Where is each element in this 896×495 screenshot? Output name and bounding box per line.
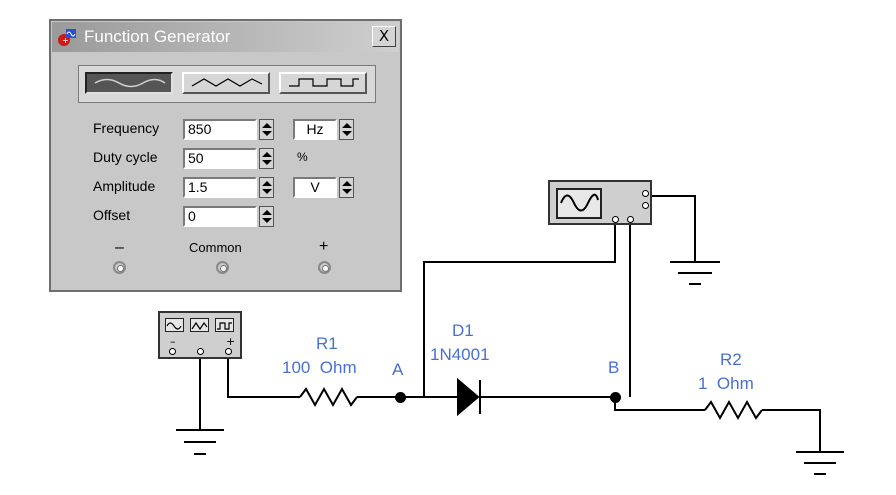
scope-channel-b-pin[interactable] [627,216,634,223]
sine-wave-button[interactable] [85,72,173,94]
amplitude-unit-stepper[interactable] [339,177,354,198]
offset-stepper[interactable] [259,206,274,227]
d1-name: D1 [452,321,474,340]
duty-cycle-input[interactable]: 50 [183,148,257,169]
triangle-wave-button[interactable] [182,72,270,94]
d1-value: 1N4001 [430,345,490,364]
frequency-unit-select[interactable]: Hz [293,119,337,140]
node-b-label: B [608,358,620,377]
duty-cycle-stepper[interactable] [259,148,274,169]
ground-icon [796,450,844,478]
r1-value: 100 Ohm [282,358,357,377]
svg-text:+: + [62,36,69,45]
oscilloscope-symbol[interactable] [548,180,652,225]
duty-cycle-unit: % [297,150,308,164]
function-generator-app-icon: + [58,29,76,46]
r2-name: R2 [720,350,742,369]
function-generator-symbol[interactable]: – + [158,311,242,359]
close-button[interactable]: X [372,26,396,47]
function-generator-window: + Function Generator X Frequency 850 Hz … [49,19,402,292]
node-b-dot [610,392,621,403]
minus-terminal[interactable] [113,261,126,274]
minus-terminal-label: – [115,239,124,256]
ground-icon [176,428,224,456]
fg-minus-pin[interactable] [169,348,176,355]
ground-icon [670,260,720,288]
fg-common-pin[interactable] [197,348,204,355]
frequency-input[interactable]: 850 [183,119,257,140]
triangle-wave-icon [190,318,209,332]
amplitude-stepper[interactable] [259,177,274,198]
plus-terminal-label: + [319,238,329,255]
r1-name: R1 [316,334,338,353]
sine-wave-icon [165,318,184,332]
node-a-dot [395,392,406,403]
duty-cycle-label: Duty cycle [93,149,158,165]
scope-ground-pin[interactable] [642,190,649,197]
amplitude-input[interactable]: 1.5 [183,177,257,198]
common-terminal[interactable] [216,261,229,274]
fg-plus-symbol: + [226,335,236,348]
square-wave-icon [215,318,234,332]
common-terminal-label: Common [189,240,242,255]
title-bar[interactable]: + Function Generator X [52,22,399,52]
amplitude-unit-select[interactable]: V [293,177,337,198]
amplitude-label: Amplitude [93,178,156,194]
frequency-stepper[interactable] [259,119,274,140]
offset-input[interactable]: 0 [183,206,257,227]
frequency-unit-stepper[interactable] [339,119,354,140]
square-wave-button[interactable] [279,72,367,94]
scope-trigger-pin[interactable] [642,202,649,209]
oscilloscope-icon [556,188,602,219]
offset-label: Offset [93,207,131,223]
node-a-label: A [392,360,404,379]
scope-channel-a-pin[interactable] [612,216,619,223]
frequency-label: Frequency [93,120,160,136]
fg-minus-symbol: – [170,335,176,348]
fg-plus-pin[interactable] [225,348,232,355]
window-title: Function Generator [84,27,231,46]
sine-wave-icon [94,78,166,88]
square-wave-icon [289,78,359,87]
triangle-wave-icon [191,78,263,87]
plus-terminal[interactable] [318,261,331,274]
waveform-selector [78,65,376,103]
r2-value: 1 Ohm [698,374,754,393]
